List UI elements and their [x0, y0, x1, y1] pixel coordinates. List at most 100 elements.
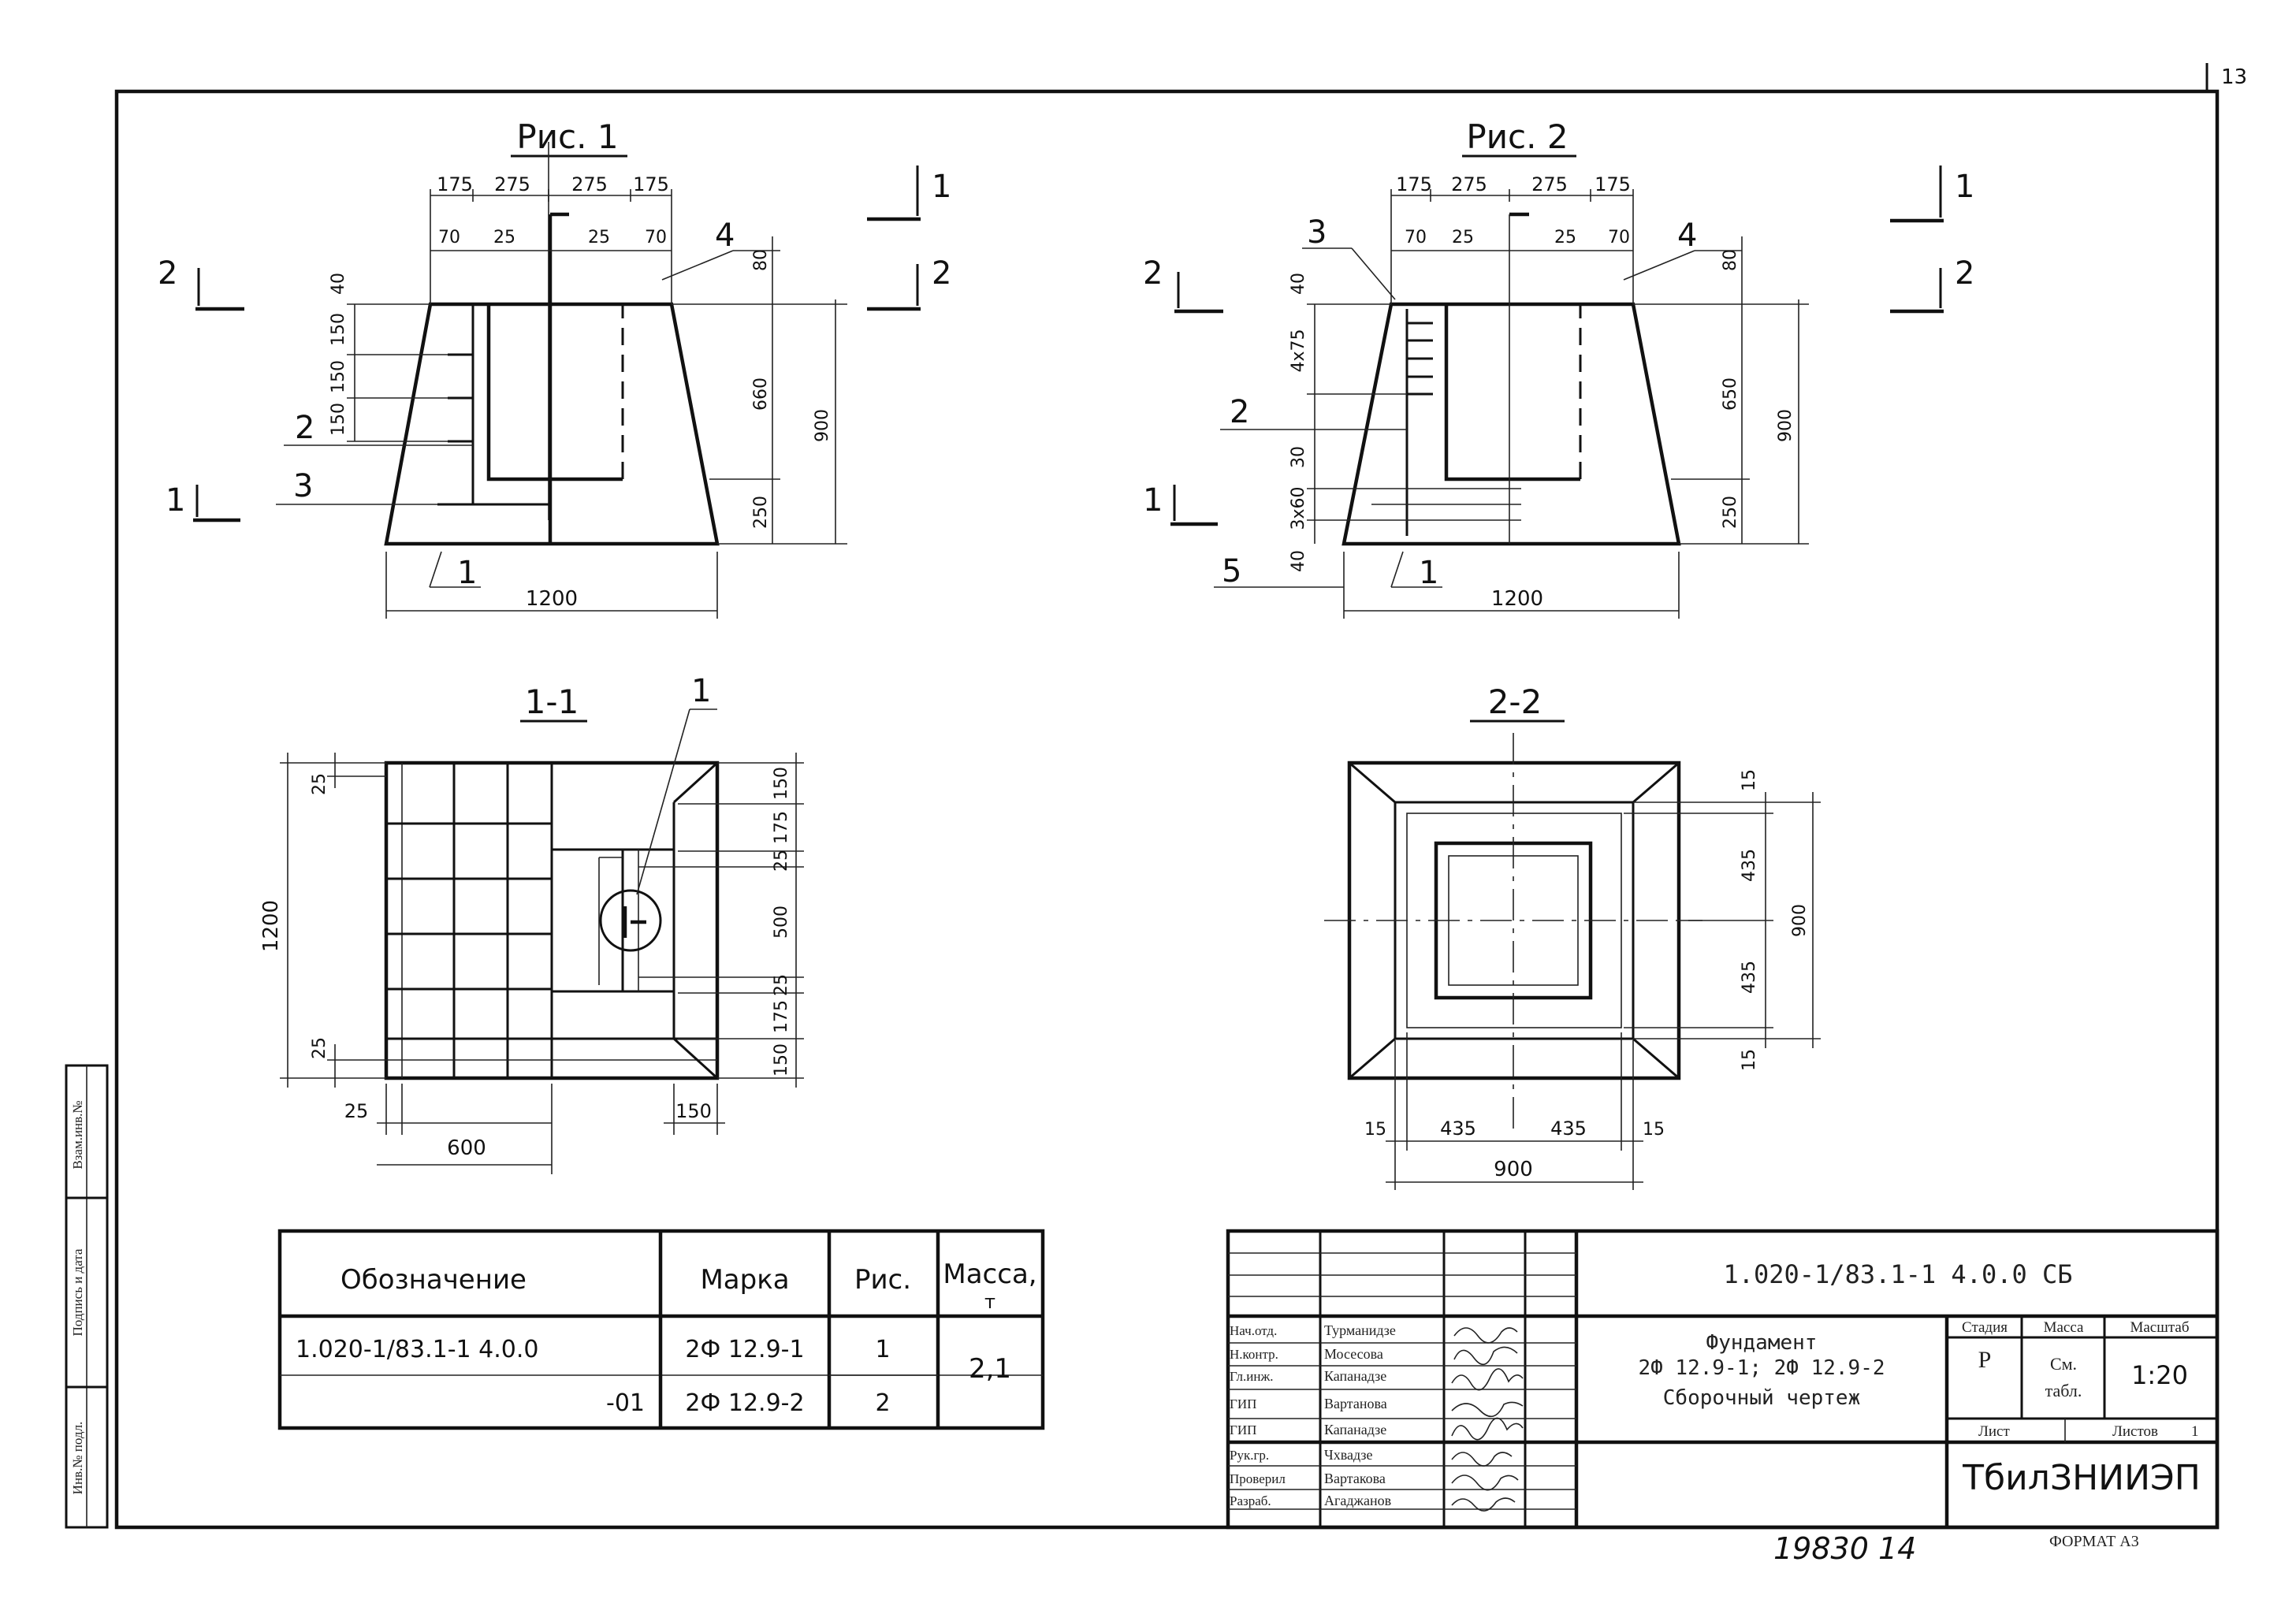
fig2-dim-inner-2: 25: [1452, 228, 1474, 247]
sec11-dim-bottom-2: 600: [447, 1136, 486, 1160]
staff-name-2: Мосесова: [1324, 1346, 1383, 1362]
fig2-dim-inner-3: 25: [1554, 228, 1576, 247]
sheet-frame: [114, 89, 2220, 1530]
fig1-dim-right-1: 80: [751, 249, 771, 271]
spec-row1-designation: 1.020-1/83.1-1 4.0.0: [296, 1336, 538, 1363]
fig2-dim-top-3: 275: [1531, 173, 1568, 195]
fig1-dim-left-4: 150: [329, 403, 348, 436]
staff-role-1: Нач.отд.: [1230, 1323, 1277, 1338]
spec-row2-designation: -01: [606, 1389, 645, 1417]
signatures: [1451, 1327, 1524, 1512]
fig1-cut-1-right: 1: [932, 169, 951, 205]
fig2-dim-right-2: 650: [1721, 377, 1740, 411]
fig1-dim-left-1: 40: [329, 273, 348, 295]
side-stamp-bottom: Инв.№ подл.: [70, 1422, 85, 1495]
title-mass-value: См.: [2050, 1354, 2077, 1374]
fig2-title: Рис. 2: [1466, 117, 1568, 156]
sec22-dim-right-4: 435: [1740, 961, 1759, 994]
sec11-dim-left-3: 25: [310, 1037, 329, 1059]
spec-header-mass-unit: т: [984, 1291, 995, 1313]
title-doc-code: 1.020-1/83.1-1 4.0.0 СБ: [1723, 1259, 2072, 1289]
spec-table: Обозначение Марка Рис. Масса, т 1.020-1/…: [277, 1229, 1045, 1430]
figure-2: Рис. 2 175 275 275 175 70 25 25 70: [1143, 117, 1974, 619]
fig1-dim-right-4: 900: [813, 409, 832, 442]
fig2-dim-left-4: 3x60: [1289, 486, 1308, 530]
staff-role-4: ГИП: [1230, 1396, 1256, 1411]
sec22-dim-bottom-2: 435: [1440, 1118, 1476, 1140]
title-scale: 1:20: [2131, 1360, 2188, 1390]
fig2-callout-3: 3: [1307, 214, 1327, 251]
title-item-desc: Сборочный чертеж: [1663, 1386, 1860, 1410]
spec-row2-fig: 2: [875, 1389, 890, 1417]
fig1-cut-2-left: 2: [158, 255, 177, 292]
fig1-dim-left-3: 150: [329, 360, 348, 393]
staff-name-4: Вартанова: [1324, 1396, 1387, 1411]
title-item-name: Фундамент: [1706, 1331, 1818, 1355]
sec22-dim-right-5: 15: [1740, 1049, 1759, 1071]
spec-row2-mark: 2Ф 12.9-2: [685, 1389, 804, 1417]
sec22-dim-bottom-3: 435: [1550, 1118, 1587, 1140]
fig2-dim-top-2: 275: [1451, 173, 1487, 195]
fig2-cut-2-left: 2: [1143, 255, 1163, 292]
fig1-callout-2: 2: [295, 410, 314, 446]
staff-name-1: Турманидзе: [1324, 1322, 1396, 1338]
fig2-dim-inner-4: 70: [1608, 228, 1630, 247]
title-stage-label: Стадия: [1962, 1319, 2008, 1336]
sec11-dim-right-7: 150: [772, 1043, 791, 1077]
section-2-2: 2-2 15 435 900 435 15 15 435 435: [1324, 682, 1821, 1190]
bottom-handwritten-number: 19830 14: [1773, 1531, 1916, 1566]
fig1-dim-inner-4: 70: [645, 228, 667, 247]
sec11-dim-right-2: 175: [772, 811, 791, 844]
title-sheets-label: Листов: [2112, 1423, 2158, 1440]
sec22-dim-right-2: 435: [1740, 849, 1759, 882]
staff-name-6: Чхвадзе: [1324, 1447, 1372, 1463]
fig2-callout-2: 2: [1230, 394, 1249, 430]
staff-name-3: Капанадзе: [1324, 1368, 1386, 1384]
staff-name-8: Агаджанов: [1324, 1493, 1391, 1508]
fig1-dim-top-3: 275: [571, 173, 608, 195]
fig2-callout-4: 4: [1677, 218, 1697, 254]
sec11-dim-right-4: 500: [772, 906, 791, 939]
fig2-cut-2-right: 2: [1955, 255, 1974, 292]
fig2-dim-left-3: 30: [1289, 446, 1308, 468]
fig1-callout-4: 4: [715, 218, 735, 254]
fig1-dim-left-2: 150: [329, 313, 348, 346]
fig2-dim-right-1: 80: [1721, 249, 1740, 271]
fig1-dim-top-4: 175: [633, 173, 669, 195]
title-sheets-value: 1: [2191, 1423, 2199, 1440]
fig1-dim-inner-3: 25: [588, 228, 610, 247]
title-stage: Р: [1978, 1347, 1992, 1373]
spec-header-fig: Рис.: [854, 1264, 911, 1296]
title-mass-label: Масса: [2044, 1319, 2084, 1336]
fig2-dim-top-1: 175: [1396, 173, 1432, 195]
sec22-dim-bottom-1: 15: [1364, 1120, 1386, 1140]
spec-header-designation: Обозначение: [340, 1264, 527, 1296]
fig1-dim-inner-1: 70: [438, 228, 460, 247]
spec-header-mass: Масса,: [943, 1259, 1036, 1290]
fig1-cut-1-left: 1: [166, 482, 185, 519]
sec22-dim-bottom-4: 15: [1643, 1120, 1665, 1140]
fig2-cut-1-right: 1: [1955, 169, 1974, 205]
section-1-1: 1-1 1 25 1200: [259, 673, 804, 1174]
title-item-marks: 2Ф 12.9-1; 2Ф 12.9-2: [1638, 1356, 1885, 1380]
fig2-dim-left-5: 40: [1289, 550, 1308, 572]
staff-role-2: Н.контр.: [1230, 1347, 1278, 1362]
sec22-dim-right-1: 15: [1740, 769, 1759, 791]
staff-role-5: ГИП: [1230, 1422, 1256, 1437]
sec22-title: 2-2: [1488, 682, 1542, 721]
fig2-dim-left-1: 40: [1289, 273, 1308, 295]
fig2-cut-1-left: 1: [1143, 482, 1163, 519]
staff-role-3: Гл.инж.: [1230, 1369, 1273, 1384]
fig2-dim-inner-1: 70: [1405, 228, 1427, 247]
fig2-outline: [1342, 302, 1681, 546]
sec22-dim-right-3: 900: [1790, 904, 1810, 937]
fig1-dim-bottom: 1200: [526, 587, 578, 611]
sec11-dim-left-2: 1200: [259, 900, 283, 952]
sec11-dim-right-6: 175: [772, 1000, 791, 1033]
fig1-dim-top-1: 175: [437, 173, 473, 195]
sec11-title: 1-1: [525, 682, 579, 721]
fig2-dim-right-4: 900: [1776, 409, 1795, 442]
fig2-dim-left-2: 4x75: [1289, 329, 1308, 372]
fig2-dim-top-4: 175: [1595, 173, 1631, 195]
